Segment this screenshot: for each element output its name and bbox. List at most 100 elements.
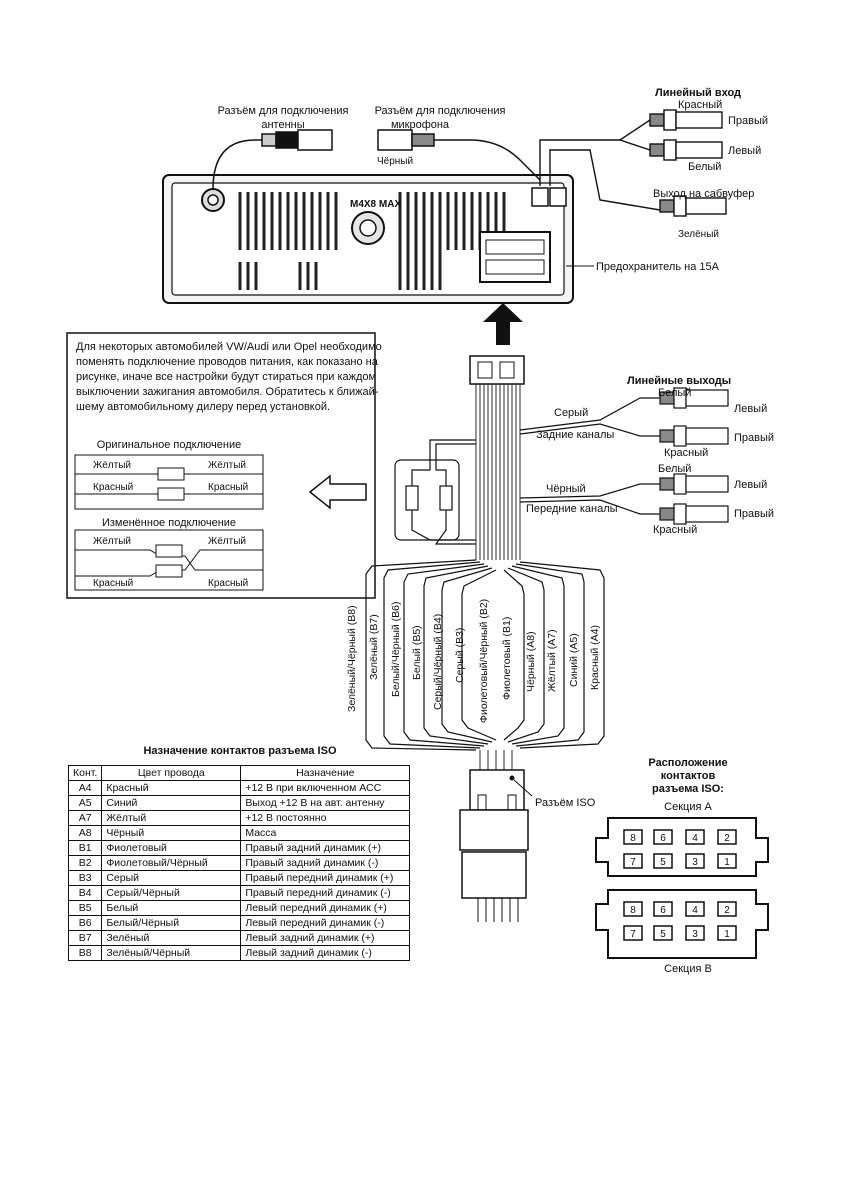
mod-yellow-left: Жёлтый (93, 536, 131, 547)
pin-b-2: 2 (724, 905, 730, 916)
mod-red-left: Красный (93, 578, 133, 589)
note-line-2: поменять подключение проводов питания, к… (76, 356, 379, 368)
mic-cable (377, 129, 541, 181)
pin-b-8: 8 (630, 905, 636, 916)
pin-purpose: Правый задний динамик (+) (240, 840, 411, 856)
note-line-3: рисунке, иначе все настройки будут стира… (76, 371, 376, 383)
mic-color: Чёрный (377, 156, 413, 167)
pin-id: B2 (67, 855, 103, 871)
pin-b-6: 6 (660, 905, 666, 916)
line-out-rear: Задние каналы (536, 429, 614, 441)
pin-purpose: Левый задний динамик (-) (240, 945, 411, 961)
wire-color: Красный (101, 780, 242, 796)
pin-id: A8 (67, 825, 103, 841)
line-out-red-2: Красный (653, 524, 697, 536)
pin-a-8: 8 (630, 833, 636, 844)
wire-label-b6: Белый/Чёрный (B6) (390, 602, 402, 697)
original-title: Оригинальное подключение (97, 439, 241, 451)
head-unit (162, 174, 574, 304)
col-header-contact: Конт. (67, 765, 103, 781)
layout-title-3: разъема ISO: (652, 783, 724, 795)
wire-label-a5: Синий (A5) (568, 633, 580, 687)
pin-purpose: Правый передний динамик (-) (240, 885, 411, 901)
pin-b-4: 4 (692, 905, 698, 916)
pin-purpose: Масса (240, 825, 411, 841)
orig-yellow-right: Жёлтый (208, 460, 246, 471)
head-mark: M4X8 MAX (350, 199, 401, 210)
line-out-black: Чёрный (546, 483, 586, 495)
layout-title-1: Расположение (648, 757, 727, 769)
iso-table-title: Назначение контактов разъема ISO (143, 745, 336, 757)
wire-label-b3: Серый (B3) (454, 628, 466, 683)
orig-red-right: Красный (208, 482, 248, 493)
mod-yellow-right: Жёлтый (208, 536, 246, 547)
pin-purpose: +12 В постоянно (240, 810, 411, 826)
table-header-row: Конт. Цвет провода Назначение (67, 765, 411, 781)
line-out-left-1: Левый (734, 403, 767, 415)
pin-id: B8 (67, 945, 103, 961)
wire-color: Жёлтый (101, 810, 242, 826)
mod-red-right: Красный (208, 578, 248, 589)
line-out-white-2: Белый (658, 463, 691, 475)
arrow-up-icon (483, 303, 523, 345)
line-out-title: Линейные выходы (627, 375, 731, 387)
arrow-left-icon (308, 474, 367, 510)
antenna-label-1: Разъём для подключения (218, 105, 349, 117)
pin-id: B1 (67, 840, 103, 856)
wire-color: Фиолетовый (101, 840, 242, 856)
wire-color: Серый (101, 870, 242, 886)
wire-color: Серый/Чёрный (101, 885, 242, 901)
note-line-1: Для некоторых автомобилей VW/Audi или Op… (76, 341, 382, 353)
wire-label-a4: Красный (A4) (589, 625, 601, 690)
wire-label-b1: Фиолетовый (B1) (501, 617, 513, 700)
wire-label-a7: Жёлтый (A7) (546, 629, 558, 692)
pin-id: B6 (67, 915, 103, 931)
pin-a-1: 1 (724, 857, 730, 868)
pin-a-6: 6 (660, 833, 666, 844)
wire-label-b8: Зелёный/Чёрный (B8) (346, 605, 358, 712)
line-in-left: Левый (728, 145, 761, 157)
wire-color: Синий (101, 795, 242, 811)
subwoofer-label: Выход на сабвуфер (653, 188, 754, 200)
line-out-white-1: Белый (658, 387, 691, 399)
iso-pin-layout (595, 817, 769, 959)
line-out-left-2: Левый (734, 479, 767, 491)
col-header-purpose: Назначение (240, 765, 411, 781)
note-line-5: шему автомобильному дилеру перед установ… (76, 401, 330, 413)
pin-a-7: 7 (630, 857, 636, 868)
mic-label-2: микрофона (391, 119, 450, 131)
pin-id: A5 (67, 795, 103, 811)
line-in-red: Красный (678, 99, 722, 111)
wire-label-b4: Серый/Чёрный (B4) (432, 614, 444, 710)
wire-label-a8: Чёрный (A8) (525, 631, 537, 692)
wire-color: Белый/Чёрный (101, 915, 242, 931)
modified-title: Изменённое подключение (102, 517, 236, 529)
iso-connector-label: Разъём ISO (535, 797, 596, 809)
line-out-red-1: Красный (664, 447, 708, 459)
wire-label-b2: Фиолетовый/Чёрный (B2) (478, 599, 490, 723)
wire-color: Фиолетовый/Чёрный (101, 855, 242, 871)
iso-pins (623, 829, 737, 941)
antenna-cable (212, 129, 333, 190)
line-out-front: Передние каналы (526, 503, 618, 515)
pin-purpose: Левый передний динамик (+) (240, 900, 411, 916)
fuse-label: Предохранитель на 15А (596, 261, 720, 273)
pin-id: A7 (67, 810, 103, 826)
mic-label-1: Разъём для подключения (375, 105, 506, 117)
pin-a-5: 5 (660, 857, 666, 868)
line-in-title: Линейный вход (655, 87, 741, 99)
note-line-4: выключении зажигания автомобиля. Обратит… (76, 386, 379, 398)
pin-purpose: +12 В при включенном АСС (240, 780, 411, 796)
pin-purpose: Правый задний динамик (-) (240, 855, 411, 871)
pin-id: B7 (67, 930, 103, 946)
